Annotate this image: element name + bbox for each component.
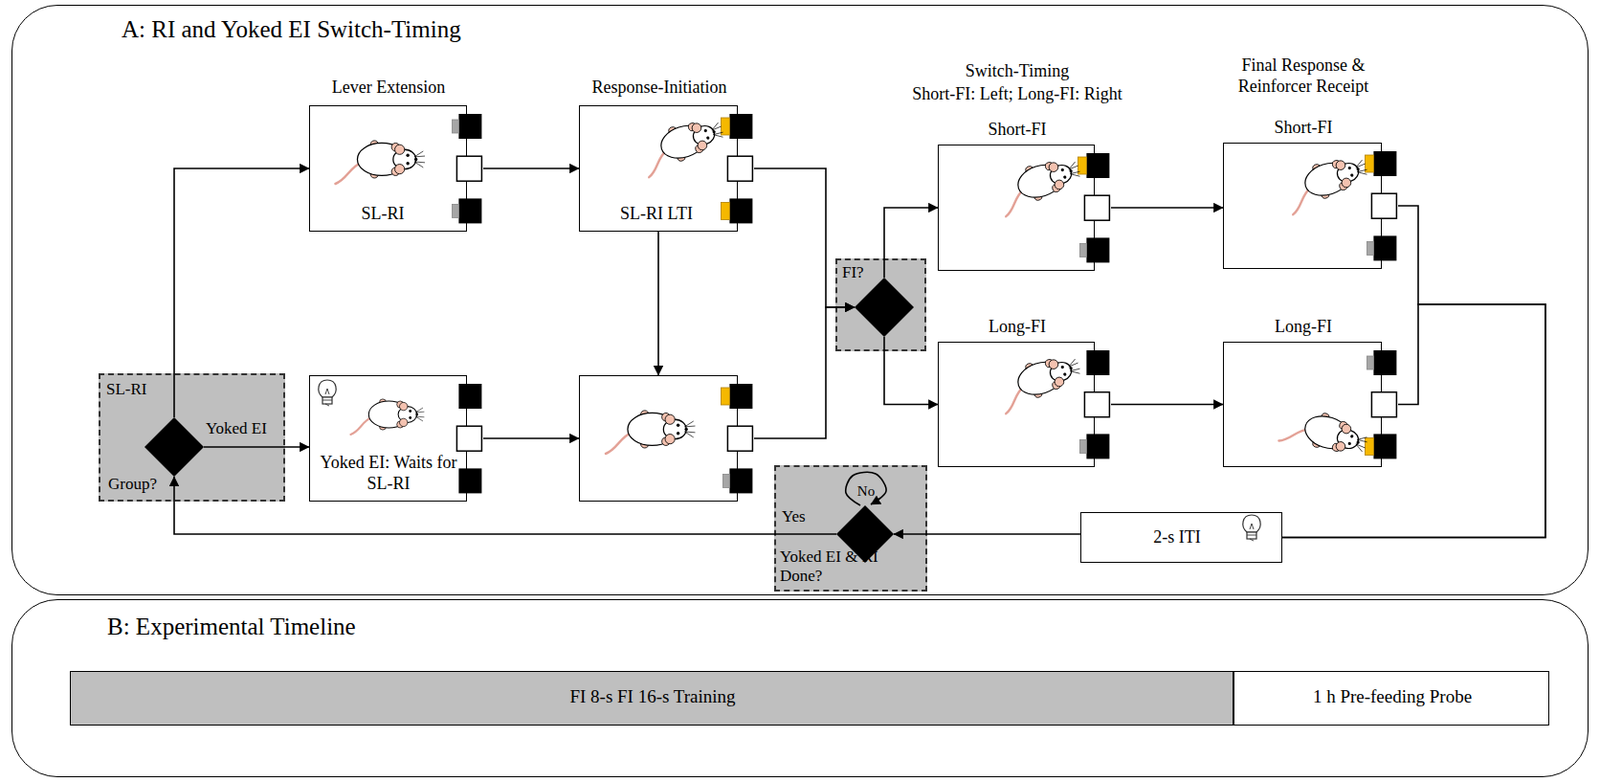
rat-figure — [993, 152, 1087, 218]
timeline-bar: FI 8-s FI 16-s Training — [69, 670, 1234, 726]
connector-arrow — [657, 231, 660, 376]
connector-arrow — [1111, 403, 1223, 406]
light-bulb — [318, 379, 336, 406]
light-bulb — [1243, 514, 1261, 541]
node-label: SL-RI — [106, 379, 148, 400]
node-label: B: Experimental Timeline — [107, 612, 356, 642]
node-label: Yes — [781, 507, 806, 527]
node-label: Group? — [108, 474, 157, 494]
node-label: Yoked EI — [205, 419, 267, 439]
rat-figure — [1278, 401, 1372, 467]
node-label: 2-s ITI — [1153, 527, 1200, 549]
chamber-box: Final Response & Reinforcer ReceiptShort… — [1222, 142, 1382, 269]
lever-panel — [1364, 151, 1397, 261]
box-heading: Short-FI: Left; Long-FI: Right — [911, 84, 1123, 106]
connector-arrow — [1111, 206, 1223, 209]
rat-figure — [605, 410, 696, 454]
chamber-box: Switch-TimingShort-FI: Left; Long-FI: Ri… — [937, 144, 1095, 271]
box-heading: Response-Initiation — [592, 77, 728, 99]
box-heading: Final Response & Reinforcer Receipt — [1217, 55, 1390, 97]
decision-diamond — [144, 417, 204, 477]
node-label: 1 h Pre-feeding Probe — [1312, 686, 1472, 709]
node-label: SL-RI — [361, 203, 405, 225]
connector-arrow — [203, 445, 310, 448]
wrap-spacer — [839, 566, 924, 585]
connector-arrow — [845, 471, 887, 506]
box-heading: Lever Extension — [332, 77, 445, 99]
decision-box: NoYesYoked EI & RI Done? — [774, 465, 928, 592]
connector-arrow — [483, 167, 579, 170]
chamber-box: Long-FI — [937, 341, 1095, 467]
connector-arrow — [483, 437, 579, 440]
node-label: FI? — [842, 263, 865, 283]
node-label: Yoked EI & RI Done? — [779, 547, 924, 587]
rat-figure — [1280, 150, 1374, 216]
lever-panel — [720, 383, 753, 493]
node-label: FI 8-s FI 16-s Training — [569, 686, 735, 709]
node-label: Yoked EI: Waits for SL-RI — [316, 452, 461, 494]
panel: FI 8-s FI 16-s Training 1 h Pre-feeding P… — [11, 599, 1589, 778]
connector-arrow — [754, 168, 855, 308]
rat-figure — [993, 349, 1087, 415]
iti-box: 2-s ITI — [1080, 511, 1283, 563]
box-heading: Short-FI — [987, 119, 1046, 141]
timeline-bar: 1 h Pre-feeding Probe — [1233, 670, 1550, 726]
connector-arrow — [893, 533, 1081, 535]
chamber-box: Yoked EI: Waits for SL-RI — [309, 375, 467, 502]
connector-arrow — [1282, 205, 1546, 538]
chamber-illustration — [938, 342, 1096, 468]
lever-panel — [720, 113, 753, 223]
chamber-box: Response-InitiationSL-RI LTI — [578, 105, 738, 232]
lever-panel — [456, 383, 482, 493]
node-label: SL-RI LTI — [620, 203, 693, 225]
rat-figure — [335, 140, 426, 184]
rat-figure — [636, 112, 730, 178]
connector-arrow — [754, 307, 855, 439]
lever-panel — [1077, 153, 1110, 263]
decision-diamond — [854, 277, 914, 337]
panel: Lever ExtensionSL-RIResponse-InitiationS… — [11, 4, 1589, 596]
lever-panel — [1364, 350, 1397, 459]
chamber-illustration — [1223, 342, 1383, 468]
box-heading: Switch-Timing — [965, 61, 1069, 83]
decision-box: FI? — [835, 258, 927, 352]
decision-box: SL-RI Yoked EI Group? — [98, 373, 286, 502]
node-label: A: RI and Yoked EI Switch-Timing — [121, 15, 462, 45]
box-heading: Long-FI — [988, 316, 1046, 338]
chamber-illustration — [579, 376, 739, 503]
connector-arrow — [174, 168, 310, 418]
rat-figure — [350, 399, 424, 435]
box-heading: Long-FI — [1274, 316, 1333, 338]
connector-arrow — [884, 207, 938, 278]
chamber-illustration — [1223, 143, 1383, 270]
lever-panel — [1079, 350, 1110, 459]
chamber-illustration — [938, 145, 1096, 272]
chamber-box: Lever ExtensionSL-RI — [309, 105, 467, 232]
chamber-box: Long-FI — [1222, 341, 1382, 467]
connector-arrow — [1282, 304, 1546, 538]
connector-arrow — [174, 476, 837, 534]
box-heading: Short-FI — [1273, 117, 1333, 139]
connector-arrow — [884, 336, 938, 405]
node-label: No — [857, 482, 875, 500]
lever-panel — [451, 113, 482, 223]
chamber-box — [578, 375, 738, 502]
